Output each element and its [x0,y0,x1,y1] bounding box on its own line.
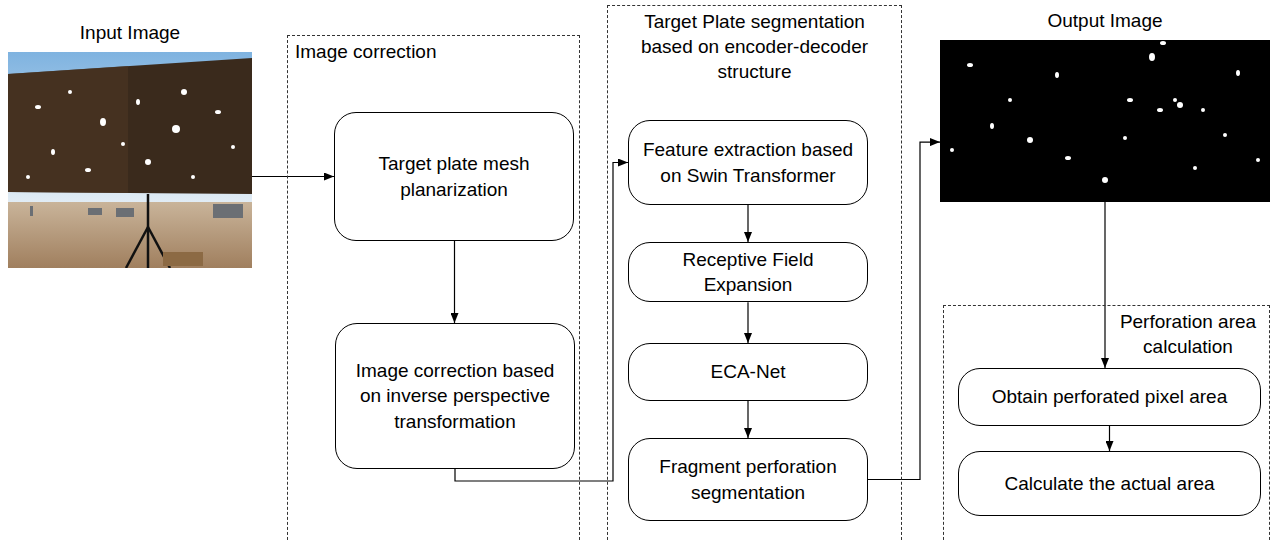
process-box: Image correction based on inverse perspe… [335,323,575,469]
illustration-shape [1193,166,1197,170]
flow-arrow [1109,426,1110,451]
illustration-shape [126,227,148,268]
box-label: Fragment perforation segmentation [639,454,857,504]
illustration-shape [940,40,1270,202]
illustration-shape [1102,177,1108,183]
illustration-shape [68,90,72,94]
illustration-shape [1223,133,1227,137]
illustration-shape [1149,53,1155,61]
illustration-shape [8,52,252,212]
box-label: Target plate mesh planarization [345,151,563,201]
illustration-shape [1055,72,1059,78]
illustration-shape [1008,98,1012,102]
illustration-shape [181,89,187,95]
illustration-shape [136,99,140,105]
illustration-shape [1177,102,1183,108]
flow-arrow [747,205,748,242]
flow-arrow [454,241,455,323]
illustration-shape [191,175,195,179]
illustration-shape [1256,158,1260,162]
illustration-shape [213,204,243,218]
illustration-shape [1236,70,1240,76]
illustration-shape [26,175,30,179]
group-title: Image correction [293,39,439,64]
group-title: Perforation area calculation [1111,309,1265,359]
illustration-shape [1123,136,1127,140]
illustration-shape [8,58,252,194]
illustration-shape [51,149,55,155]
illustration-shape [30,204,243,218]
dashed-group: Target Plate segmentation based on encod… [607,5,902,540]
illustration-shape [1201,108,1205,112]
process-box: Feature extraction based on Swin Transfo… [628,120,868,205]
illustration-shape [8,66,128,193]
illustration-shape [145,159,151,165]
process-box: ECA-Net [628,343,868,401]
illustration-shape [990,123,994,129]
box-label: Feature extraction based on Swin Transfo… [639,137,857,187]
illustration-shape [1173,98,1177,102]
process-box: Obtain perforated pixel area [958,368,1261,426]
box-label: Receptive Field Expansion [639,247,857,297]
illustration-shape [8,202,252,268]
box-label: Image correction based on inverse perspe… [346,358,564,433]
flow-arrow [868,142,940,479]
illustration-shape [121,142,125,146]
box-label: Calculate the actual area [1004,471,1214,496]
segmentation-mask [940,40,1270,202]
illustration-shape [147,227,150,268]
group-title: Target Plate segmentation based on encod… [618,9,891,84]
dashed-group: Image correctionTarget plate mesh planar… [287,35,580,540]
illustration-shape [100,118,106,126]
illustration-shape [35,105,41,109]
image-panel: Output Image [940,8,1270,202]
illustration-shape [172,125,180,133]
process-box: Calculate the actual area [958,451,1261,516]
image-heading: Output Image [940,8,1270,33]
illustration-shape [950,148,954,152]
illustration-shape [30,206,33,216]
flow-arrow [252,176,334,177]
image-heading: Input Image [8,20,252,45]
process-box: Target plate mesh planarization [334,112,574,241]
illustration-shape [88,208,102,215]
dashed-group: Perforation area calculationObtain perfo… [943,305,1270,540]
illustration-shape [215,110,221,114]
illustration-shape [1160,41,1166,45]
flow-arrow [1104,202,1105,368]
illustration-shape [116,208,134,217]
illustration-shape [1065,156,1071,160]
illustration-shape [950,41,1260,183]
illustration-shape [1127,98,1133,102]
illustration-shape [85,168,91,172]
image-panel: Input Image [8,20,252,270]
flow-arrow [747,401,748,438]
flow-arrow [747,302,748,343]
process-box: Receptive Field Expansion [628,242,868,302]
process-box: Fragment perforation segmentation [628,438,868,521]
illustration-shape [163,252,203,266]
illustration-shape [1027,137,1033,143]
illustration-shape [967,63,973,67]
box-label: ECA-Net [711,359,786,384]
illustration-shape [1157,108,1163,112]
illustration-shape [147,194,150,227]
box-label: Obtain perforated pixel area [992,384,1228,409]
illustration-shape [26,89,235,179]
illustration-shape [231,145,235,149]
target-photo [8,52,252,268]
